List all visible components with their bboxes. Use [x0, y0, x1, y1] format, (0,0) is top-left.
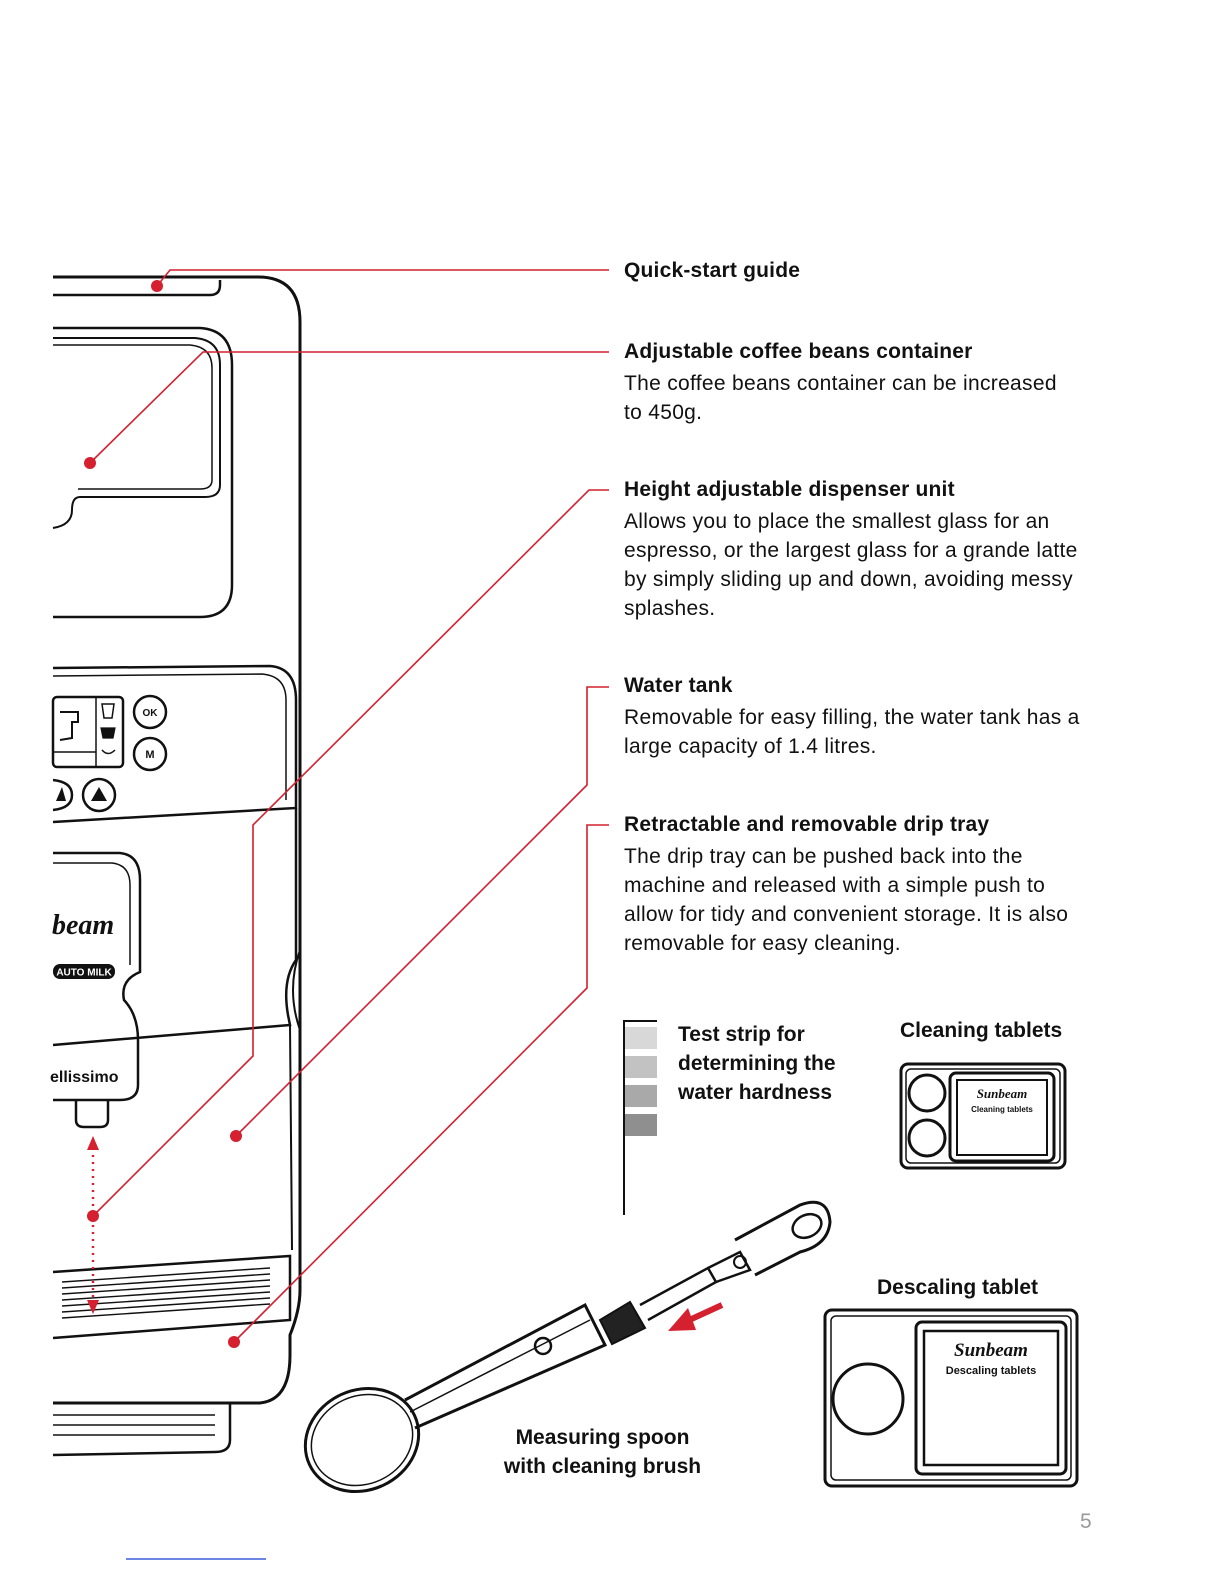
machine-brand-fragment: beam	[52, 910, 114, 941]
feature-title: Height adjustable dispenser unit	[624, 478, 955, 501]
measuring-spoon-label: Measuring spoon with cleaning brush	[503, 1426, 702, 1478]
leader-lines	[89, 269, 609, 1343]
cleaning-tablets-illustration	[899, 1062, 1067, 1170]
leader-dots	[84, 280, 242, 1348]
descaling-tablet-label: Descaling tablet	[877, 1276, 1039, 1299]
feature-title: Retractable and removable drip tray	[624, 813, 990, 836]
descaling-pack-brand: Sunbeam	[954, 1340, 1028, 1361]
cleaning-pack-brand: Sunbeam	[977, 1086, 1028, 1101]
feature-title: Water tank	[624, 674, 733, 697]
feature-dispenser: Height adjustable dispenser unit Allows …	[624, 477, 1094, 623]
coffee-machine	[51, 275, 302, 1457]
auto-milk-badge: AUTO MILK	[56, 968, 112, 979]
cleaning-tablets-label: Cleaning tablets	[900, 1019, 1063, 1042]
m-button-label: M	[145, 749, 154, 761]
feature-drip-tray: Retractable and removable drip tray The …	[624, 812, 1094, 958]
feature-description: The coffee beans container can be increa…	[624, 372, 1057, 424]
descaling-tablet-illustration	[823, 1308, 1079, 1488]
descaling-pack-label: Descaling tablets	[946, 1365, 1036, 1377]
auto-milk-badge-bg	[53, 964, 115, 979]
feature-description: Allows you to place the smallest glass f…	[624, 510, 1078, 620]
feature-water-tank: Water tank Removable for easy filling, t…	[624, 673, 1094, 761]
page-number: 5	[1080, 1510, 1092, 1533]
feature-description: The drip tray can be pushed back into th…	[624, 845, 1069, 955]
test-strip-illustration	[623, 1020, 657, 1215]
feature-title: Adjustable coffee beans container	[624, 340, 973, 363]
ok-button-label: OK	[143, 708, 159, 719]
height-arrow	[87, 1136, 99, 1314]
direction-arrow	[668, 1302, 724, 1331]
machine-model-fragment: ellissimo	[50, 1069, 119, 1086]
feature-description: Removable for easy filling, the water ta…	[624, 706, 1080, 758]
feature-bean-container: Adjustable coffee beans container The co…	[624, 339, 1094, 427]
measuring-spoon-illustration	[303, 1200, 832, 1494]
cleaning-pack-label: Cleaning tablets	[971, 1105, 1033, 1114]
feature-quick-start: Quick-start guide	[624, 258, 1094, 288]
feature-title: Quick-start guide	[624, 259, 801, 282]
test-strip-label: Test strip for determining the water har…	[678, 1023, 836, 1104]
